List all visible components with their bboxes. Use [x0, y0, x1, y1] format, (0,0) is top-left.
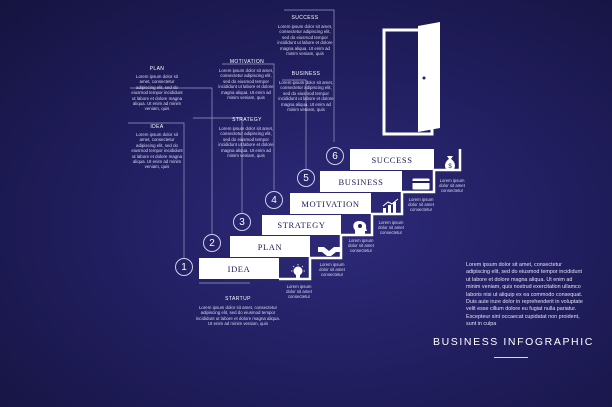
step-number-3: 3 [233, 213, 251, 231]
step-bar-success: SUCCESS [350, 149, 434, 170]
title-plan: PLAN [149, 66, 165, 72]
step-number-4: 4 [265, 191, 283, 209]
lightbulb-icon [291, 264, 305, 278]
title-business: BUSINESS [291, 71, 321, 77]
text-plan: Lorem ipsum dolor sit amet, consectetur … [131, 74, 183, 112]
text-startup: Lorem ipsum dolor sit amet, consectetur … [196, 305, 280, 327]
step-number-1: 1 [175, 258, 193, 276]
connector-idea [128, 122, 185, 258]
step-bar-business: BUSINESS [320, 171, 402, 192]
open-door-icon [382, 22, 440, 136]
step-bar-strategy: STRATEGY [262, 215, 341, 235]
step-bar-motivation: MOTIVATION [290, 193, 371, 214]
text-motivation: Lorem ipsum dolor sit amet, consectetur … [218, 68, 274, 101]
connector-success [284, 9, 335, 142]
step-number-6: 6 [326, 147, 344, 165]
money-bag-icon: $ [445, 156, 455, 171]
text-business: Lorem ipsum dolor sit amet, consectetur … [278, 80, 334, 113]
title-idea: IDEA [150, 124, 164, 130]
body-paragraph: Lorem ipsum dolor sit amet, consectetur … [466, 262, 583, 328]
bar-chart-icon [382, 198, 399, 213]
title-motivation: MOTIVATION [229, 59, 265, 65]
connector-business [282, 79, 307, 170]
connector-plan [130, 87, 213, 234]
infographic-heading: BUSINESS INFOGRAPHIC [433, 336, 594, 348]
caption-handshake: Lorem ipsum dolor sit amet consectetur [319, 262, 345, 278]
handshake-icon [318, 247, 340, 256]
text-success: Lorem ipsum dolor sit amet, consectetur … [277, 24, 333, 57]
head-gear-icon [353, 221, 367, 235]
connector-strategy [193, 117, 243, 214]
title-strategy: STRATEGY [232, 117, 262, 123]
step-bar-plan: PLAN [230, 236, 310, 257]
step-bar-idea: IDEA [199, 258, 279, 279]
svg-text:$: $ [448, 164, 452, 170]
caption-money-bag: Lorem ipsum dolor sit amet consectetur [439, 178, 465, 194]
text-idea: Lorem ipsum dolor sit amet, consectetur … [131, 132, 183, 170]
step-number-5: 5 [297, 169, 315, 187]
title-success: SUCCESS [291, 15, 319, 21]
heading-underline [494, 357, 528, 358]
step-number-2: 2 [203, 234, 221, 252]
caption-bar-chart: Lorem ipsum dolor sit amet consectetur [378, 220, 404, 236]
caption-credit-card: Lorem ipsum dolor sit amet consectetur [408, 197, 434, 213]
text-strategy: Lorem ipsum dolor sit amet, consectetur … [218, 126, 274, 159]
title-startup: STARTUP [225, 296, 251, 302]
caption-head-gear: Lorem ipsum dolor sit amet consectetur [348, 238, 374, 254]
credit-card-icon [412, 178, 430, 190]
connector-motivation [222, 63, 275, 190]
caption-lightbulb: Lorem ipsum dolor sit amet consectetur [286, 284, 312, 300]
